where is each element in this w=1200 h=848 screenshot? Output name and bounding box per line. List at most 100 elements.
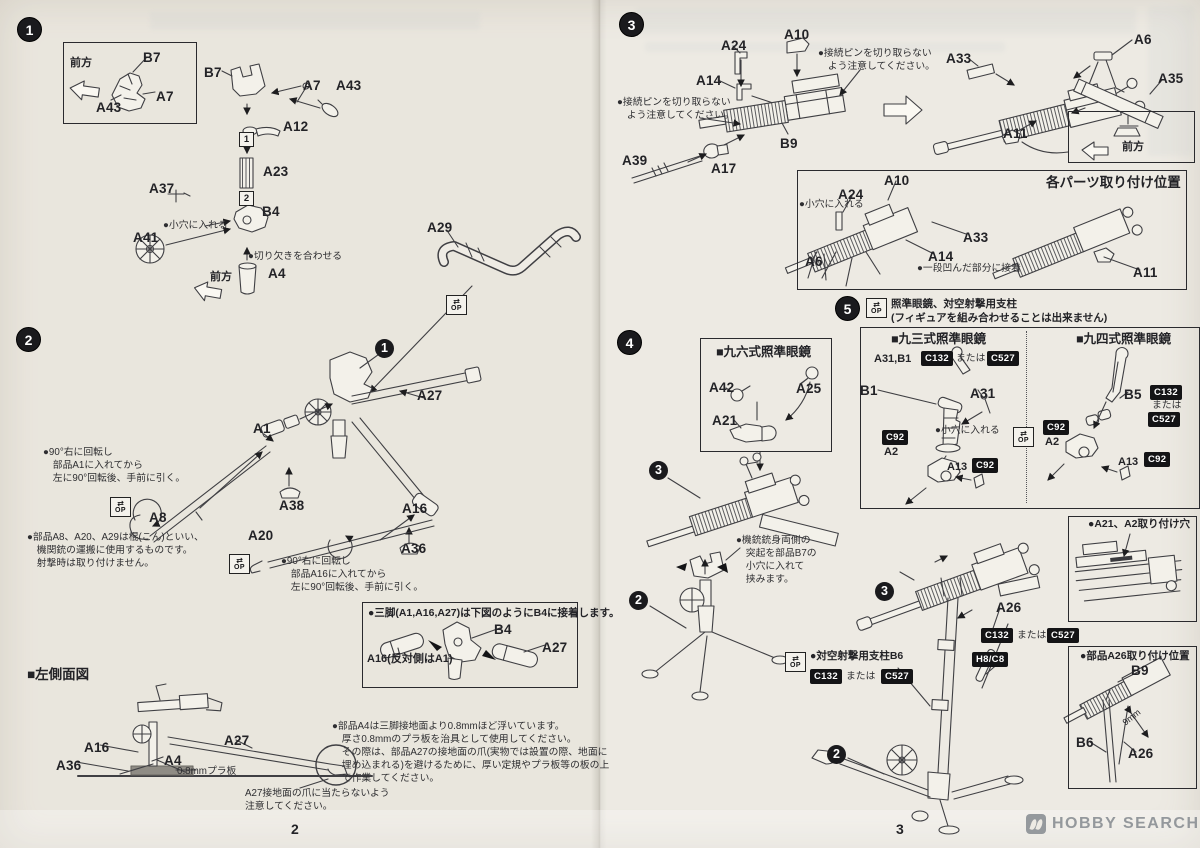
a21-a2-hole-title: ●A21、A2取り付け穴 xyxy=(1088,518,1191,530)
part-a35: A35 xyxy=(1158,71,1184,86)
part-a26: A26 xyxy=(996,600,1022,615)
note-: ●切り欠きを合わせる xyxy=(248,251,343,262)
part-a31: A31 xyxy=(970,386,996,401)
tripod-glue-note-diagram xyxy=(380,621,546,681)
sequence-1-badge: 1 xyxy=(239,132,254,147)
note-0-8mm: 0.8mmプラ板 xyxy=(177,766,237,777)
left-side-view-diagram xyxy=(75,683,373,789)
step-5-badge: 5 xyxy=(835,296,860,321)
part-a36: A36 xyxy=(56,758,82,773)
part-a14: A14 xyxy=(928,249,954,264)
note-90-a1-90: ●90°右に回転し 部品A1に入れてから 左に90°回転後、手前に引く。 xyxy=(43,447,186,484)
part-b7: B7 xyxy=(204,65,222,80)
step-1-badge: 1 xyxy=(17,17,42,42)
part-a29: A29 xyxy=(427,220,453,235)
step4-diagram xyxy=(641,366,839,701)
paint-badge-c92: C92 xyxy=(882,430,909,446)
paint-badge-c132: C132 xyxy=(810,669,842,685)
part-a24: A24 xyxy=(838,187,864,202)
part-b1: B1 xyxy=(860,383,878,398)
parts-location-diagram xyxy=(784,180,1143,287)
part-a43: A43 xyxy=(96,100,122,115)
part-a10: A10 xyxy=(784,27,810,42)
parts-location-frame xyxy=(797,170,1187,290)
part-a14: A14 xyxy=(696,73,722,88)
note-: または xyxy=(1152,400,1182,411)
part-a4: A4 xyxy=(164,753,182,768)
part-a36: A36 xyxy=(401,541,427,556)
paint-badge-c132: C132 xyxy=(981,628,1013,644)
part-a4: A4 xyxy=(268,266,286,281)
parts-location-title: 各パーツ取り付け位置 xyxy=(1046,175,1181,190)
part-b7: B7 xyxy=(143,50,161,65)
a29-diagram xyxy=(369,226,581,393)
part-a10: A10 xyxy=(884,173,910,188)
note-: または xyxy=(956,353,986,364)
type94-sight-title: ■九四式照準眼鏡 xyxy=(1076,332,1172,346)
note-: ●一段凹んだ部分に接着 xyxy=(917,263,1021,274)
paint-badge-c527: C527 xyxy=(1047,628,1079,644)
part-a27: A27 xyxy=(417,388,443,403)
partsm-a13: A13 xyxy=(1118,456,1139,468)
part-a7: A7 xyxy=(156,89,174,104)
step1-inset-diagram xyxy=(69,56,156,112)
note-90-a16-90: ●90°右に回転し 部品A16に入れてから 左に90°回転後、手前に引く。 xyxy=(281,556,424,593)
bleed-through-ghost xyxy=(645,42,1005,52)
subassembly-3-ref: 3 xyxy=(649,461,668,480)
bleed-through-ghost xyxy=(1148,6,1194,156)
part-a25: A25 xyxy=(796,381,822,396)
paint-badge-c527: C527 xyxy=(987,351,1019,367)
part-a8: A8 xyxy=(149,510,167,525)
part-a38: A38 xyxy=(279,498,305,513)
a21-a2-hole-diagram xyxy=(1074,533,1183,602)
paint-badge-c527: C527 xyxy=(1148,412,1180,428)
part-a16: A16 xyxy=(402,501,428,516)
left-page-tone xyxy=(0,0,600,848)
part-a41: A41 xyxy=(133,230,159,245)
part-a33: A33 xyxy=(963,230,989,245)
paint-badge-c132: C132 xyxy=(1150,385,1182,401)
paint-badge-c527: C527 xyxy=(881,669,913,685)
front-label: 前方 xyxy=(70,57,92,69)
note-a4-0-8mm-0-8mm-a27: ●部品A4は三脚接地面より0.8mmほど浮いています。 厚さ0.8mmのプラ板を… xyxy=(332,721,610,784)
part-a20: A20 xyxy=(248,528,274,543)
sights-frame-divider xyxy=(1026,331,1027,503)
step-5-title: 照準眼鏡、対空射撃用支柱 (フィギュアを組み合わせることは出来ません) xyxy=(891,298,1108,324)
part-b6: B6 xyxy=(1076,735,1094,750)
partsm-a16-a1: A16(反対側はA1) xyxy=(367,653,453,665)
page-number-3: 3 xyxy=(896,821,904,837)
note-: ●接続ピンを切り取らない よう注意してください。 xyxy=(818,48,935,72)
step5-aa-mount-diagram xyxy=(811,542,1041,835)
a26-position-frame xyxy=(1068,646,1197,789)
note-: ●接続ピンを切り取らない よう注意してください。 xyxy=(617,97,734,121)
hobbysearch-flame-icon xyxy=(1026,814,1046,834)
part-a23: A23 xyxy=(263,164,289,179)
option-part-icon: ⇄OP xyxy=(110,497,131,517)
subassembly-2-ref: 2 xyxy=(629,591,648,610)
hobbysearch-watermark-text: HOBBY SEARCH xyxy=(1052,815,1200,832)
type93-sight-title: ■九三式照準眼鏡 xyxy=(891,332,987,346)
part-a43: A43 xyxy=(336,78,362,93)
option-part-icon: ⇄OP xyxy=(866,298,887,318)
part-a1: A1 xyxy=(253,421,271,436)
a21-a2-hole-frame xyxy=(1068,516,1197,622)
type96-sight-frame xyxy=(700,338,832,452)
noteb-b6: ●対空射撃用支柱B6 xyxy=(810,650,904,662)
left-side-view-title: ■左側面図 xyxy=(27,667,90,682)
note-: または xyxy=(1017,630,1047,641)
paint-badge-c92: C92 xyxy=(972,458,999,474)
part-b9: B9 xyxy=(780,136,798,151)
step1-main-diagram xyxy=(135,63,339,302)
part-a27: A27 xyxy=(542,640,568,655)
option-part-icon: ⇄OP xyxy=(1013,427,1034,447)
option-part-icon: ⇄OP xyxy=(229,554,250,574)
paint-badge-c92: C92 xyxy=(1144,452,1171,468)
partsm-a13: A13 xyxy=(947,461,968,473)
part-a39: A39 xyxy=(622,153,648,168)
step5-sights-diagram xyxy=(877,346,1131,505)
partsm-a2: A2 xyxy=(884,446,899,458)
note-a8-a20-a29: ●部品A8、A20、A29は棍(こん)といい、 機関銃の運搬に使用するものです。… xyxy=(27,532,204,569)
hobbysearch-watermark: HOBBY SEARCH xyxy=(1026,814,1200,834)
part-a33: A33 xyxy=(946,51,972,66)
partsm-a31-b1: A31,B1 xyxy=(874,353,912,365)
